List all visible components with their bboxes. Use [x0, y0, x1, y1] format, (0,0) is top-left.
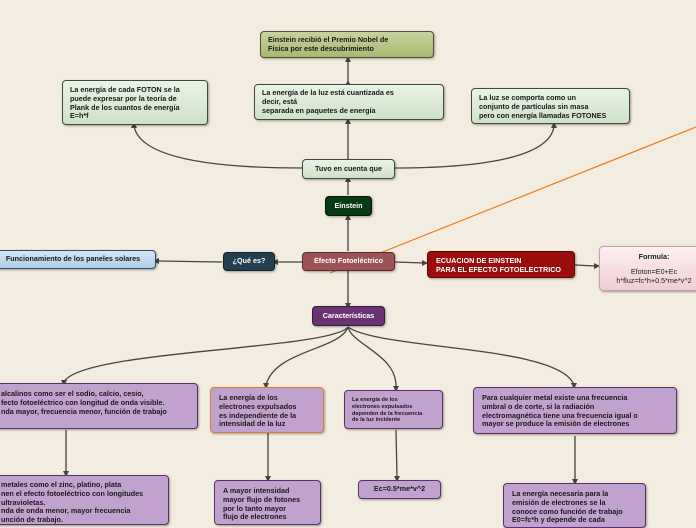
- connector-car-independiente: [265, 326, 349, 386]
- connector-car-depende: [347, 326, 397, 389]
- connector-ecuacion-formula: [574, 264, 597, 267]
- connector-tuvo-foton: [133, 125, 303, 169]
- node-tuvo-en-cuenta[interactable]: Tuvo en cuenta que: [302, 159, 395, 179]
- node-ecuacion-einstein[interactable]: ECUACION DE EINSTEIN PARA EL EFECTO FOTO…: [427, 251, 575, 278]
- node-energia-depende[interactable]: La energía de los electrones expulsados …: [344, 390, 443, 429]
- node-que-es[interactable]: ¿Qué es?: [223, 252, 275, 271]
- node-frecuencia-umbral[interactable]: Para cualquier metal existe una frecuenc…: [473, 387, 677, 434]
- node-formula[interactable]: Formula: Efoton=E0+Ec h*fluz=fc*h+0.5*me…: [599, 246, 696, 291]
- node-einstein-nobel[interactable]: Einstein recibió el Premio Nobel de Físi…: [260, 31, 434, 58]
- connector-car-alcalinos: [63, 326, 349, 383]
- node-ec-formula[interactable]: Ec=0.5*me*v^2: [358, 480, 441, 499]
- node-energia-independiente[interactable]: La energía de los electrones expulsados …: [210, 387, 324, 433]
- node-caracteristicas[interactable]: Características: [312, 306, 385, 326]
- connector-tuvo-particulas: [393, 125, 555, 169]
- connector-depende-ec: [395, 429, 398, 479]
- node-energia-necesaria[interactable]: La energía necesaria para la emisión de …: [503, 483, 646, 528]
- node-foton-planck[interactable]: La energía de cada FOTON se la puede exp…: [62, 80, 208, 125]
- node-alcalinos[interactable]: alcalinos como ser el sodio, calcio, ces…: [0, 383, 198, 429]
- connector-quees-paneles: [156, 260, 223, 263]
- node-efecto-fotoelectrico[interactable]: Efecto Fotoeléctrico: [302, 252, 395, 271]
- node-luz-cuantizada[interactable]: La energía de la luz está cuantizada es …: [254, 84, 444, 120]
- node-paneles-solares[interactable]: Funcionamiento de los paneles solares: [0, 250, 156, 269]
- node-metales[interactable]: metales como el zinc, platino, plata nen…: [0, 475, 169, 525]
- orange-relation-line: [329, 126, 696, 274]
- node-einstein[interactable]: Einstein: [325, 196, 372, 216]
- node-mayor-intensidad[interactable]: A mayor intensidad mayor flujo de fotone…: [214, 480, 321, 525]
- connector-car-frecuencia: [347, 326, 575, 386]
- connector-efecto-ecuacion: [394, 261, 425, 264]
- node-luz-particulas[interactable]: La luz se comporta como un conjunto de p…: [471, 88, 630, 124]
